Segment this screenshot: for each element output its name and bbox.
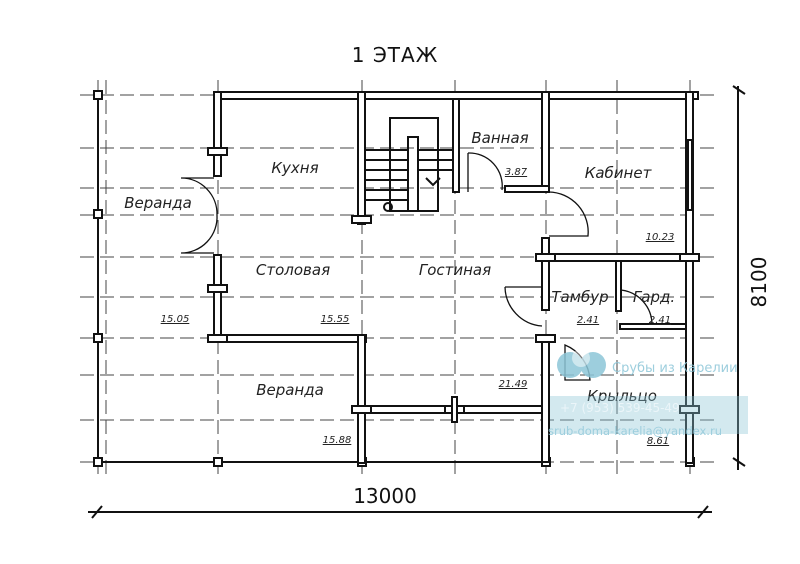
room-study: Кабинет bbox=[585, 164, 653, 182]
area-dining: 15.55 bbox=[321, 314, 350, 325]
room-vestibule: Тамбур bbox=[551, 288, 608, 306]
room-labels: Кухня Веранда 15.05 Столовая 15.55 Гости… bbox=[124, 129, 675, 447]
watermark-phone: +7 (953) 539-45-49 bbox=[560, 401, 680, 415]
plan-title: 1 ЭТАЖ bbox=[352, 43, 439, 67]
area-porch: 8.61 bbox=[647, 436, 669, 447]
room-wardrobe: Гард. bbox=[633, 288, 675, 306]
area-wardrobe: 2.41 bbox=[649, 315, 671, 326]
walls bbox=[207, 91, 700, 464]
watermark-company: Срубы из Карелии bbox=[612, 361, 738, 376]
room-living: Гостиная bbox=[419, 261, 491, 279]
area-study: 10.23 bbox=[646, 232, 675, 243]
room-porch: Крыльцо bbox=[587, 387, 657, 405]
watermark: Срубы из Карелии +7 (953) 539-45-49 srub… bbox=[548, 349, 748, 438]
dimension-lines: 13000 8100 bbox=[88, 85, 771, 519]
room-dining: Столовая bbox=[256, 261, 330, 279]
area-bathroom: 3.87 bbox=[505, 167, 528, 178]
room-veranda-1: Веранда bbox=[124, 194, 192, 212]
area-living: 21.49 bbox=[499, 379, 528, 390]
doors bbox=[180, 152, 653, 381]
area-veranda-1: 15.05 bbox=[161, 314, 190, 325]
area-vestibule: 2.41 bbox=[577, 315, 599, 326]
company-logo-icon bbox=[557, 349, 606, 378]
watermark-email: srub-doma-karelia@yandex.ru bbox=[548, 424, 722, 438]
area-veranda-2: 15.88 bbox=[323, 435, 352, 446]
depth-dimension: 8100 bbox=[747, 257, 771, 308]
width-dimension: 13000 bbox=[353, 484, 417, 508]
room-kitchen: Кухня bbox=[271, 159, 318, 177]
staircase bbox=[366, 117, 453, 212]
room-bathroom: Ванная bbox=[471, 129, 528, 147]
room-veranda-2: Веранда bbox=[256, 381, 324, 399]
